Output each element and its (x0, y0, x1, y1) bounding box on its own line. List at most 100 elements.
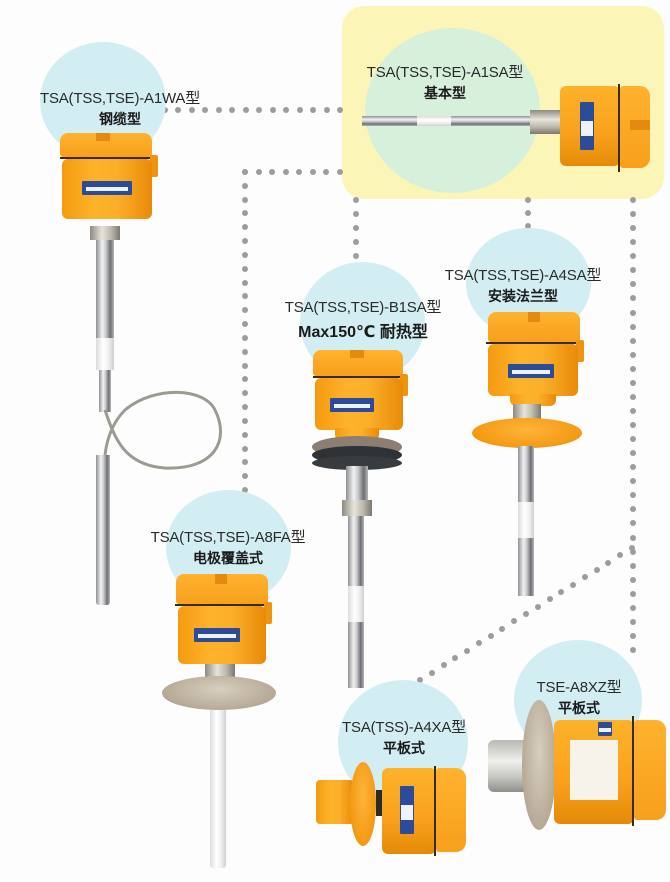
connector-dot (525, 223, 531, 229)
connector-dot (242, 182, 248, 189)
connector-dot (546, 596, 553, 603)
connector-dot (630, 590, 636, 597)
product-label: TSA(TSS,TSE)-A1SA型 基本型 (340, 61, 550, 103)
connector-dot (630, 548, 636, 555)
connector-dot (630, 422, 636, 428)
product-type: 电极覆盖式 (193, 550, 263, 566)
probe-rod-lower (518, 538, 534, 596)
model-name: TSE-A8XZ型 (536, 679, 622, 696)
connector-dot (630, 534, 636, 541)
flat-plate-nozzle (316, 780, 354, 824)
product-label: TSA(TSS)-A4XA型 平板式 (314, 716, 494, 758)
connector-dot (323, 169, 330, 175)
connector-dot (282, 169, 289, 175)
connector-dot (353, 225, 359, 231)
side-terminal (150, 155, 158, 177)
product-label: TSE-A8XZ型 平板式 (504, 676, 654, 718)
connector-dot (353, 239, 359, 245)
connector-dot (630, 632, 636, 639)
connector-dot (630, 464, 636, 471)
connector-dot (242, 321, 248, 328)
connector-dot (630, 239, 636, 246)
connector-dot (353, 211, 359, 217)
cap-slot (528, 312, 540, 322)
probe-rod (362, 116, 417, 126)
connector-dot (215, 107, 222, 113)
connector-dot (630, 309, 636, 316)
connector-dot (452, 655, 459, 661)
hex-nut (530, 110, 560, 134)
connector-dot (629, 545, 635, 551)
connector-dot (337, 107, 343, 113)
connector-dot (581, 574, 588, 581)
connector-dot (593, 567, 600, 573)
connector-dot (570, 581, 577, 588)
connector-dot (242, 196, 248, 203)
connector-dot (630, 576, 636, 583)
connector-dot (630, 604, 636, 611)
connector-dot (534, 603, 541, 610)
connector-dot (630, 323, 636, 330)
model-name: TSA(TSS)-A4XA型 (342, 719, 466, 736)
connector-dot (630, 492, 636, 499)
label-bubble (365, 28, 540, 193)
connector-dot (188, 107, 195, 113)
nameplate (598, 722, 612, 736)
connector-dot (242, 487, 248, 493)
probe-insulator (96, 338, 114, 370)
connector-dot (630, 506, 636, 513)
connector-dot (202, 107, 209, 113)
connector-dot (242, 431, 248, 438)
connector-dot (255, 169, 262, 175)
connector-dot (242, 445, 248, 452)
connector-dot (525, 197, 531, 203)
connector-dot (558, 589, 565, 595)
connector-dot (630, 267, 636, 274)
product-type: 安装法兰型 (488, 288, 558, 304)
probe-rod-lower (348, 622, 364, 688)
connector-dot (630, 618, 636, 625)
product-type: 钢缆型 (99, 111, 141, 127)
connector-dot (525, 210, 531, 216)
probe-insulator (417, 116, 451, 126)
model-name: TSA(TSS,TSE)-B1SA型 (284, 299, 442, 316)
model-name: TSA(TSS,TSE)-A8FA型 (150, 529, 306, 546)
connector-dot (487, 633, 494, 639)
connector-dot (269, 107, 276, 113)
connector-dot (242, 293, 248, 300)
connector-dot (242, 376, 248, 383)
cable-weight (96, 455, 110, 605)
connector-dot (242, 238, 248, 245)
connector-dot (242, 169, 248, 175)
connector-dot (242, 224, 248, 231)
housing-seam (618, 84, 620, 172)
connector-dot (353, 253, 359, 259)
product-label: TSA(TSS,TSE)-B1SA型 Max150℃ 耐热型 (248, 296, 478, 342)
housing-neck (510, 394, 556, 406)
covered-electrode (210, 710, 226, 868)
connector-dot (617, 552, 624, 559)
model-name: TSA(TSS,TSE)-A4SA型 (444, 267, 602, 284)
connector-dot (309, 169, 316, 175)
cap-slot (630, 120, 650, 130)
connector-dot (630, 365, 636, 372)
connector-dot (242, 251, 248, 258)
connector-dot (630, 393, 636, 400)
hex-nut (90, 226, 120, 240)
connector-dot (630, 337, 636, 344)
probe-rod (518, 446, 534, 502)
connector-dot (630, 407, 636, 414)
connector-dot (630, 520, 636, 527)
connector-dot (242, 362, 248, 369)
side-terminal (576, 340, 584, 362)
connector-dot (523, 611, 529, 617)
connector-dot (440, 662, 447, 669)
extension-pipe (346, 466, 368, 506)
housing-seam (486, 342, 580, 344)
probe-rod (96, 240, 114, 340)
connector-dot (242, 107, 249, 113)
probe-rod-lower (99, 370, 111, 412)
nameplate (82, 181, 132, 195)
connector-dot (296, 169, 303, 175)
connector-dot (310, 107, 317, 113)
